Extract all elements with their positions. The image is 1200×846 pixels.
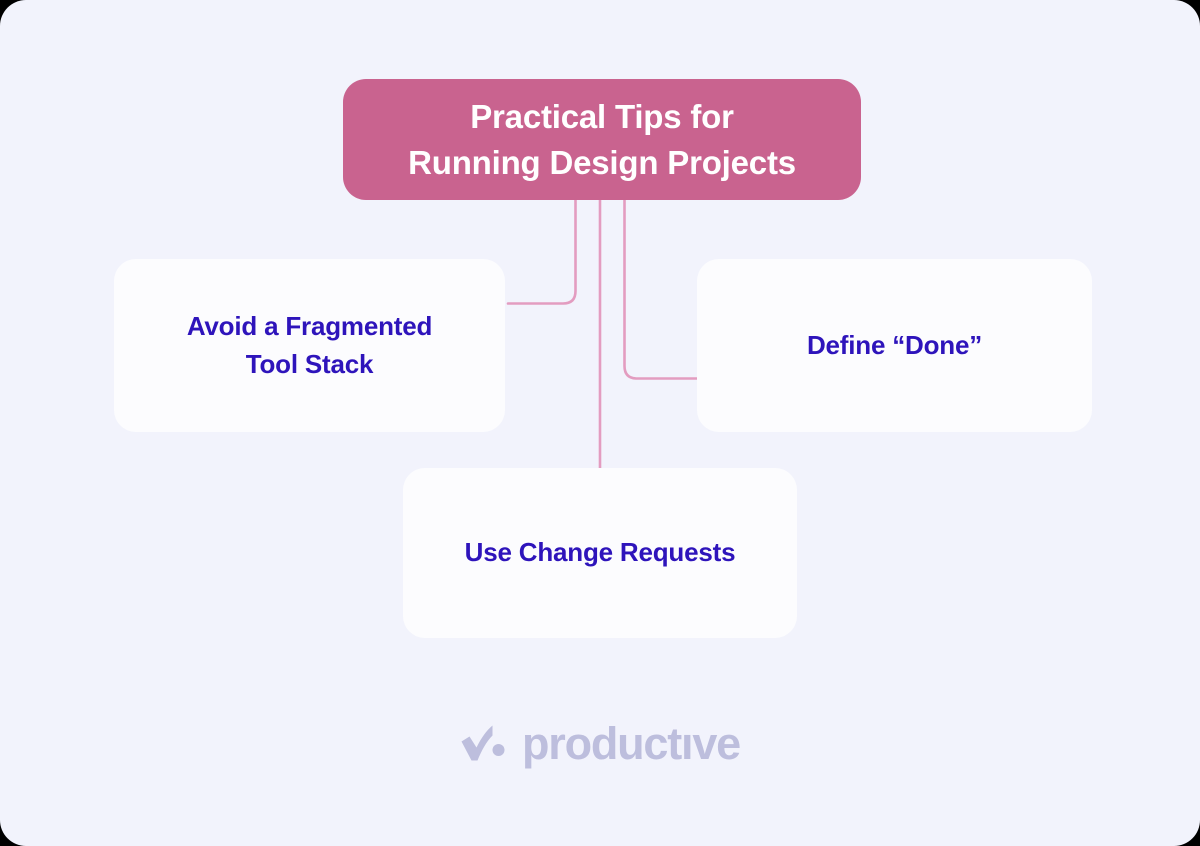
- mindmap-node-avoid-fragmented-tool-stack[interactable]: Avoid a Fragmented Tool Stack: [114, 259, 505, 432]
- mindmap-root-node-line-2: Running Design Projects: [408, 143, 796, 181]
- mindmap-node-define-done-label: Define “Done”: [787, 327, 1002, 365]
- mindmap-node-use-change-requests-label: Use Change Requests: [445, 534, 756, 572]
- mindmap-node-left-line-1: Avoid a Fragmented: [186, 310, 433, 341]
- mindmap-root-node[interactable]: Practical Tips for Running Design Projec…: [343, 79, 861, 200]
- mindmap-node-right-line-1: Define “Done”: [806, 329, 983, 360]
- mindmap-node-left-line-2: Tool Stack: [245, 348, 374, 379]
- mindmap-node-use-change-requests[interactable]: Use Change Requests: [403, 468, 797, 638]
- connector-to-left-node: [506, 194, 577, 305]
- brand-logo: productıve: [0, 705, 1200, 781]
- mindmap-node-define-done[interactable]: Define “Done”: [697, 259, 1092, 432]
- mindmap-root-node-line-1: Practical Tips for: [470, 97, 734, 135]
- connector-to-right-node: [623, 194, 704, 380]
- checkmark-dot-icon: [461, 725, 505, 761]
- brand-name: productıve: [521, 717, 741, 769]
- mindmap-node-avoid-fragmented-tool-stack-label: Avoid a Fragmented Tool Stack: [167, 308, 452, 383]
- mindmap-node-bottom-line-1: Use Change Requests: [464, 537, 736, 568]
- mindmap-root-node-label: Practical Tips for Running Design Projec…: [390, 94, 814, 185]
